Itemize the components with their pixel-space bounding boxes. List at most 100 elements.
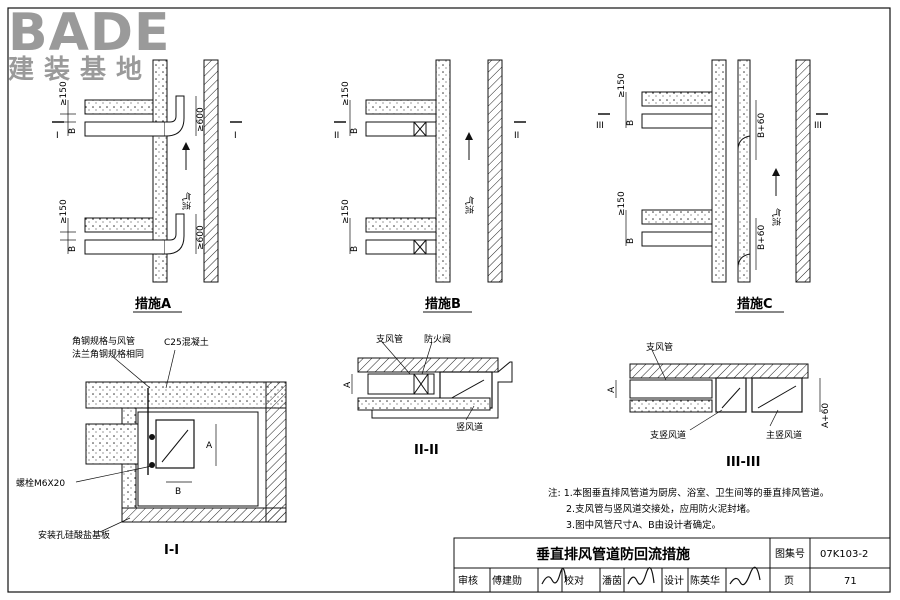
review-label: 审核 [458,574,478,587]
floor-slab-lower [641,209,713,225]
logo-brand: BADE [8,3,171,63]
bolt-lower [149,462,155,468]
branch-duct-lower [641,231,713,247]
notes: 注: 1.本图垂直排风管道为厨房、浴室、卫生间等的垂直排风管道。 2.支风管与竖… [548,487,829,531]
airflow-label-b: 气流 [463,196,475,214]
section-mark-a-left: I [56,131,59,141]
caption-s3: III-III [726,455,760,470]
bolt-upper [149,434,155,440]
label-concrete: C25混凝土 [164,336,209,348]
design-label: 设计 [664,574,684,587]
dim-min150-c-upper: ≥150 [617,73,627,98]
dim-a: A [206,441,213,451]
section-mark-b-left: II [334,131,339,141]
floor-slab-upper [641,91,713,107]
duct-section [155,419,195,469]
dim-b-a-lower: B [68,246,78,252]
note-3: 3.图中风管尺寸A、B由设计者确定。 [566,519,721,531]
label-angle-steel-2: 法兰角钢规格相同 [72,348,144,360]
floor-slab-lower [365,217,437,233]
caption-a: 措施A [135,296,171,312]
wall-lower [629,399,713,413]
dim-600-a-lower: ≥600 [196,225,206,250]
branch-duct-upper [84,121,166,137]
dim-b60-c-upper: B+60 [757,113,767,138]
designer-signature [729,566,761,586]
dim-600-a-upper: ≥600 [196,107,206,132]
shaft-wall-left [435,59,451,283]
label-angle-steel-1: 角钢规格与风管 [72,335,135,347]
logo-subtitle: 建装基地 [8,55,152,85]
shaft-wall-right [795,59,811,283]
caption-c: 措施C [737,296,773,312]
section-3: A A+60 支风管 支竖风道 主竖风道 III-III [607,341,831,470]
shaft-wall-right [487,59,503,283]
figure-b: ≥150 B ≥150 B 气流 II II 措施B [334,59,526,313]
label-board: 安装孔硅酸盐基板 [38,529,110,541]
elbow-upper [165,95,185,137]
floor-slab-upper [84,99,154,115]
sheet-border [7,7,891,593]
atlas-label: 图集号 [775,547,805,560]
section-mark-a-right: I [234,131,237,141]
note-1: 注: 1.本图垂直排风管道为厨房、浴室、卫生间等的垂直排风管道。 [548,487,829,499]
wall-upper [629,363,809,379]
title-block: 垂直排风管道防回流措施 图集号 07K103-2 审核 傅建勋 校对 潘茵 设计… [453,537,891,593]
section-mark-c-left: III [596,121,604,131]
label-branch: 支风管 [376,333,403,345]
dim-b-b-lower: B [350,246,360,252]
dim-min150-b-lower: ≥150 [341,199,351,224]
airflow-label-c: 气流 [770,208,782,226]
dim-b60-c-lower: B+60 [757,225,767,250]
shaft-divider [737,59,751,283]
dim-b-c-lower: B [626,238,636,244]
designer-name: 陈英华 [690,574,720,587]
wall-bottom [121,507,287,523]
wall-upper [357,357,499,373]
deflector-upper [737,135,751,151]
figure-c: ≥150 B ≥150 B B+60 B+60 气流 III III 措施C [596,59,828,313]
section-mark-b-right: II [514,131,519,141]
section-2: A 支风管 防火阀 竖风道 II-II [343,333,513,458]
figure-a: ≥150 B ≥150 B ≥600 ≥600 气流 I I 措施A [52,59,242,313]
label-bolt: 螺栓M6X20 [16,477,65,489]
branch-duct-upper [641,113,713,129]
dim-min150-c-lower: ≥150 [617,191,627,216]
reviewer-signature [541,567,567,585]
wall-lower [357,397,491,411]
checker-signature [627,567,655,585]
section-1: B A 角钢规格与风管 法兰角钢规格相同 C25混凝土 螺栓M6X20 安装孔硅… [16,335,287,558]
caption-s1: I-I [164,543,179,558]
deflector-lower [737,253,751,269]
dim-b-a-upper: B [68,128,78,134]
elbow-lower [165,213,185,255]
check-label: 校对 [564,574,584,587]
logo: BADE 建装基地 [8,3,171,85]
checker-name: 潘茵 [602,575,622,587]
dim-a: A [607,386,617,393]
slab [85,381,287,409]
caption-b: 措施B [425,296,461,312]
branch-duct-lower [84,239,166,255]
floor-slab-upper [365,99,437,115]
shaft-wall-right [203,59,219,283]
label-damper: 防火阀 [424,333,451,345]
branch-shaft-wall [711,59,727,283]
reviewer-name: 傅建勋 [492,574,522,587]
dim-min150-b-upper: ≥150 [341,81,351,106]
branch-duct [629,379,713,399]
floor-slab-lower [84,217,154,233]
dim-min150-a-upper: ≥150 [59,81,69,106]
dim-a: A [343,381,353,388]
drawing-title: 垂直排风管道防回流措施 [536,546,690,563]
dim-b-c-upper: B [626,120,636,126]
page-label: 页 [784,575,794,587]
label-vertical: 竖风道 [456,421,483,433]
label-main-vertical: 主竖风道 [766,429,802,441]
section-mark-c-right: III [814,121,822,131]
dim-b: B [175,487,181,497]
dim-min150-a-lower: ≥150 [59,199,69,224]
caption-s2: II-II [414,443,439,458]
branch-vertical-duct [715,377,747,413]
